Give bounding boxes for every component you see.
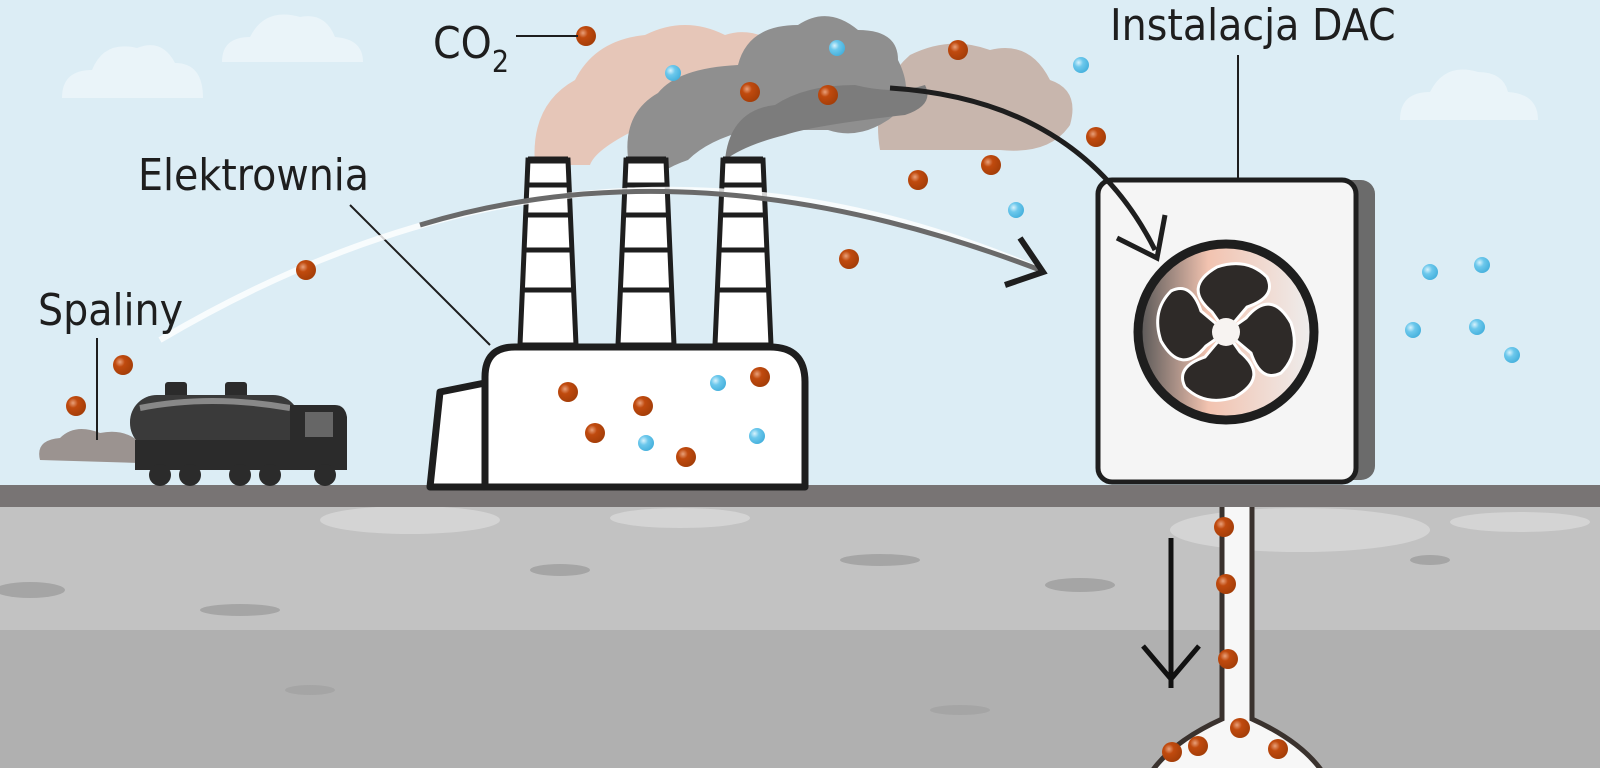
smoke <box>534 16 1073 190</box>
fan-icon <box>1156 262 1296 402</box>
particles <box>66 26 1520 762</box>
clouds <box>62 14 1538 120</box>
exhaust-truck <box>39 382 347 486</box>
co2-particle <box>585 423 605 443</box>
air-particle <box>1008 202 1024 218</box>
down-arrow <box>1141 538 1201 688</box>
power-plant-leader-line <box>349 204 491 346</box>
ground-surface <box>0 485 1600 507</box>
co2-particle <box>948 40 968 60</box>
air-particle <box>829 40 845 56</box>
air-particle <box>1504 347 1520 363</box>
co2-storage-well <box>1151 507 1323 768</box>
co2-particle <box>1218 649 1238 669</box>
co2-particle <box>740 82 760 102</box>
co2-particle <box>558 382 578 402</box>
co2-particle <box>66 396 86 416</box>
co2-particle <box>1162 742 1182 762</box>
air-particle <box>1469 319 1485 335</box>
co2-particle <box>750 367 770 387</box>
air-particle <box>1073 57 1089 73</box>
air-particle <box>710 375 726 391</box>
dac-unit <box>1095 177 1375 485</box>
air-particle <box>665 65 681 81</box>
co2-particle <box>1268 739 1288 759</box>
co2-particle <box>113 355 133 375</box>
co2-particle <box>576 26 596 46</box>
co2-label: CO2 <box>433 18 509 80</box>
co2-particle <box>296 260 316 280</box>
co2-particle <box>981 155 1001 175</box>
air-particle <box>1422 264 1438 280</box>
air-particle <box>1474 257 1490 273</box>
co2-particle <box>1230 718 1250 738</box>
co2-particle <box>908 170 928 190</box>
co2-particle <box>633 396 653 416</box>
co2-particle <box>1216 574 1236 594</box>
co2-particle <box>1214 517 1234 537</box>
air-particle <box>638 435 654 451</box>
co2-particle <box>1086 127 1106 147</box>
air-flow-arrow <box>419 188 1041 273</box>
co2-particle <box>818 85 838 105</box>
co2-particle <box>1188 736 1208 756</box>
co2-particle <box>839 249 859 269</box>
dac-label: Instalacja DAC <box>1110 0 1396 51</box>
co2-capture-arrow <box>889 85 1158 252</box>
air-particle <box>749 428 765 444</box>
power-plant-label: Elektrownia <box>138 150 369 201</box>
air-particle <box>1405 322 1421 338</box>
exhaust-label: Spaliny <box>38 285 183 336</box>
co2-particle <box>676 447 696 467</box>
power-plant <box>426 343 809 491</box>
